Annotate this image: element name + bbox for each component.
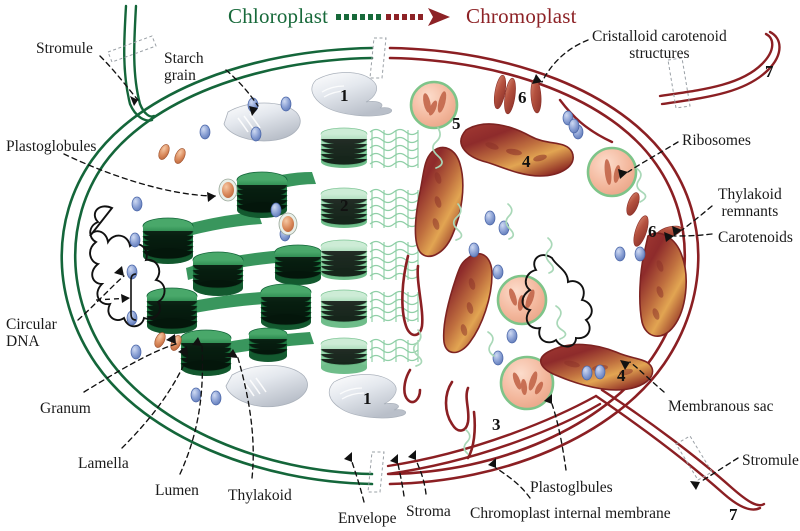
leader-chromo-internal <box>495 467 531 499</box>
label-circular-dna: Circular DNA <box>6 316 57 351</box>
leader-arrowheads <box>114 74 700 490</box>
label-cristalloid-carotenoid-structures: Cristalloid carotenoid structures <box>592 28 727 63</box>
label-starch-grain: Starch grain <box>164 50 204 85</box>
label-stroma: Stroma <box>406 503 451 520</box>
stromule-break-left <box>107 35 157 63</box>
carotenoid-crystal <box>493 74 682 247</box>
number-6-right: 6 <box>648 222 657 241</box>
number-3: 3 <box>492 415 501 434</box>
label-chromoplast-internal-membrane: Chromoplast internal membrane <box>470 505 671 522</box>
leader-thylakoid <box>237 357 254 479</box>
leader-stromule-right <box>699 457 739 483</box>
starch-grain-shape <box>223 72 407 419</box>
label-thylakoid-remnants: Thylakoid remnants <box>718 186 782 221</box>
number-7-right: 7 <box>765 62 774 81</box>
stromule-top-left <box>123 4 156 122</box>
label-ribosomes: Ribosomes <box>682 132 751 149</box>
envelope-chloroplast <box>60 46 374 486</box>
leader-lumen <box>179 345 204 475</box>
number-1-top: 1 <box>340 86 349 105</box>
leader-carotenoids <box>673 233 713 237</box>
leader-starch <box>225 69 259 107</box>
number-5: 5 <box>452 114 461 133</box>
envelope-break-bottom <box>367 451 385 493</box>
leader-stroma <box>415 459 427 495</box>
label-carotenoids: Carotenoids <box>718 229 793 246</box>
label-plastoglbules-bottom: Plastoglbules <box>530 479 613 496</box>
envelope-chromoplast <box>388 46 700 486</box>
circular-dna-chromoplast <box>521 254 593 348</box>
number-2: 2 <box>340 196 349 215</box>
leader-plastoglbules-bottom <box>551 403 567 471</box>
chromoplast-tubule <box>401 254 477 460</box>
granum-bracket <box>130 273 137 321</box>
label-lamella: Lamella <box>78 455 129 472</box>
leader-envelope-a <box>351 461 365 503</box>
leader-membranous-sac <box>629 361 665 393</box>
stromule-break-bottom-right <box>675 435 713 481</box>
number-4-top: 4 <box>522 152 531 171</box>
label-envelope: Envelope <box>338 510 397 527</box>
title-chromoplast: Chromoplast <box>466 4 577 28</box>
number-6-top: 6 <box>518 88 527 107</box>
stromule-bottom-right <box>594 388 766 511</box>
chromoplast-internal-membrane <box>386 98 614 476</box>
leader-plastoglobules <box>63 153 217 197</box>
thylakoid-remnant <box>412 127 647 455</box>
label-thylakoid: Thylakoid <box>228 487 292 504</box>
granum-light-stack <box>320 127 368 374</box>
circular-dna-chloroplast <box>89 205 166 328</box>
leader-cristalloid <box>541 39 589 83</box>
leader-thylakoid-remnants <box>681 205 713 231</box>
stromule-right <box>658 30 781 106</box>
number-7-bottom: 7 <box>729 505 738 524</box>
stromule-break-right <box>667 57 691 109</box>
leader-ribosomes <box>627 141 679 173</box>
label-stromule-left: Stromule <box>36 40 93 57</box>
leader-lamella <box>121 355 189 449</box>
number-4-bottom: 4 <box>617 366 626 385</box>
transition-arrow <box>336 8 450 26</box>
leader-bracket-arrow <box>121 294 130 303</box>
leader-stromule-left <box>99 55 139 101</box>
leader-granum <box>83 343 177 393</box>
cristalloid-carotenoid-structure <box>409 80 638 411</box>
envelope-break-top <box>369 37 387 79</box>
number-1-bottom: 1 <box>363 389 372 408</box>
thylakoid-membrane-waves <box>369 128 419 362</box>
label-membranous-sac: Membranous sac <box>668 398 774 415</box>
leader-envelope-b <box>397 463 405 497</box>
leader-circular-dna <box>77 275 125 321</box>
label-lumen: Lumen <box>155 482 199 499</box>
label-granum: Granum <box>40 400 91 417</box>
ribosome-icon-chromoplast <box>468 110 646 381</box>
leader-lines <box>63 39 739 503</box>
label-stromule-right: Stromule <box>742 452 799 469</box>
label-plastoglobules: Plastoglobules <box>6 138 97 155</box>
title-chloroplast: Chloroplast <box>228 4 329 28</box>
